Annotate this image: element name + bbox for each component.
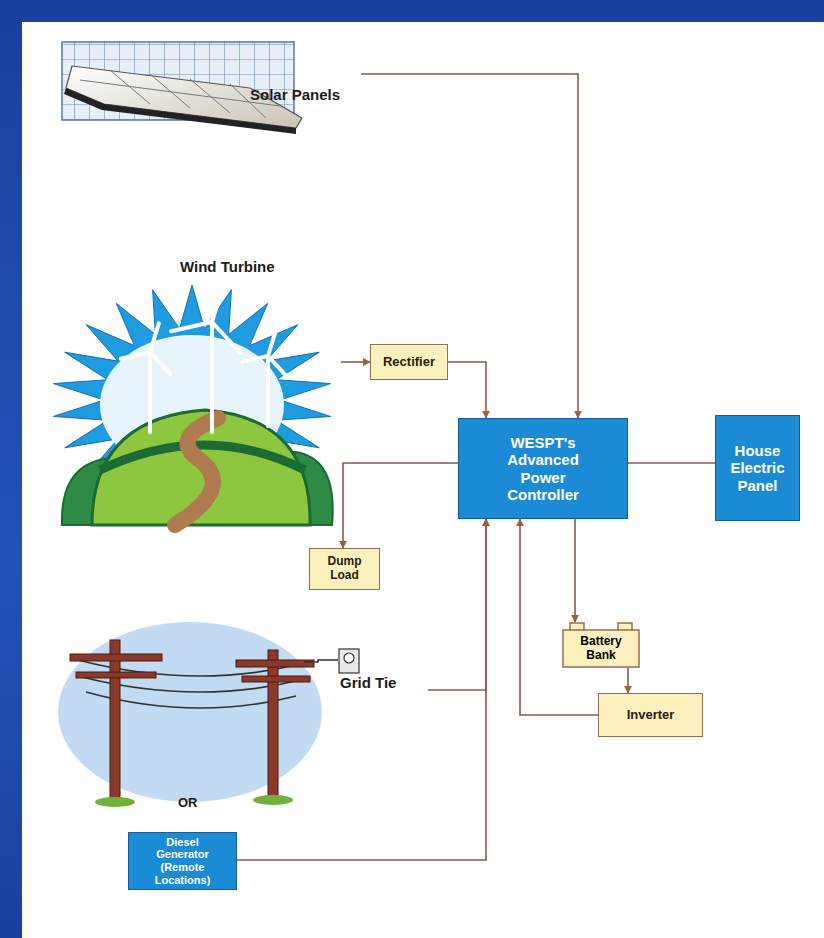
grid-tie-node: Grid Tie [330,632,428,696]
turbine-stroke [212,282,224,322]
turbine-stroke [212,322,241,353]
connector-line [341,361,370,363]
connector-line [574,519,576,622]
turbine-stroke [148,352,152,432]
turbine-stroke [150,323,159,352]
turbine-stroke [268,356,286,375]
connector-line [428,519,486,690]
connector-line [520,519,598,715]
turbine-stroke [150,352,170,374]
turbine-stroke [121,352,150,359]
rectifier-box: Rectifier [370,344,448,380]
connector-line [628,462,715,464]
controller-box: WESPT's Advanced Power Controller [458,418,628,519]
connector-line [448,362,486,418]
turbine-stroke [171,322,212,331]
node-text: Solar Panels [250,86,361,103]
connector-line [343,463,458,548]
turbine-stroke [243,356,268,362]
diesel-generator-box: Diesel Generator (Remote Locations) [128,832,237,890]
turbine-stroke [210,322,214,432]
node-text: Dump Load [320,555,369,583]
node-text: WESPT's Advanced Power Controller [499,434,587,503]
wind-turbine-node: Wind Turbine [55,256,341,526]
house-panel-box: House Electric Panel [715,415,800,521]
solar-panel-node: Solar Panels [55,38,361,138]
connector-line [627,668,629,693]
node-text: Wind Turbine [180,258,341,275]
grid-tie-meter [338,648,360,674]
connector-line [361,74,578,418]
node-text: House Electric Panel [721,442,794,494]
turbine-stroke [266,356,270,426]
label-text: OR [178,795,198,810]
node-text: Inverter [627,708,675,723]
node-text: Diesel Generator (Remote Locations) [151,836,214,887]
power-line-illustration [58,622,338,807]
battery-bank-box: Battery Bank [562,622,640,668]
connector-line [237,519,486,860]
turbine-stroke [268,331,276,356]
node-text: Grid Tie [340,674,428,691]
node-text: Battery Bank [565,635,637,663]
dump-load-box: Dump Load [309,548,380,590]
wind-turbine-illustration [53,282,332,525]
inverter-box: Inverter [598,693,703,737]
node-text: Rectifier [383,355,435,370]
